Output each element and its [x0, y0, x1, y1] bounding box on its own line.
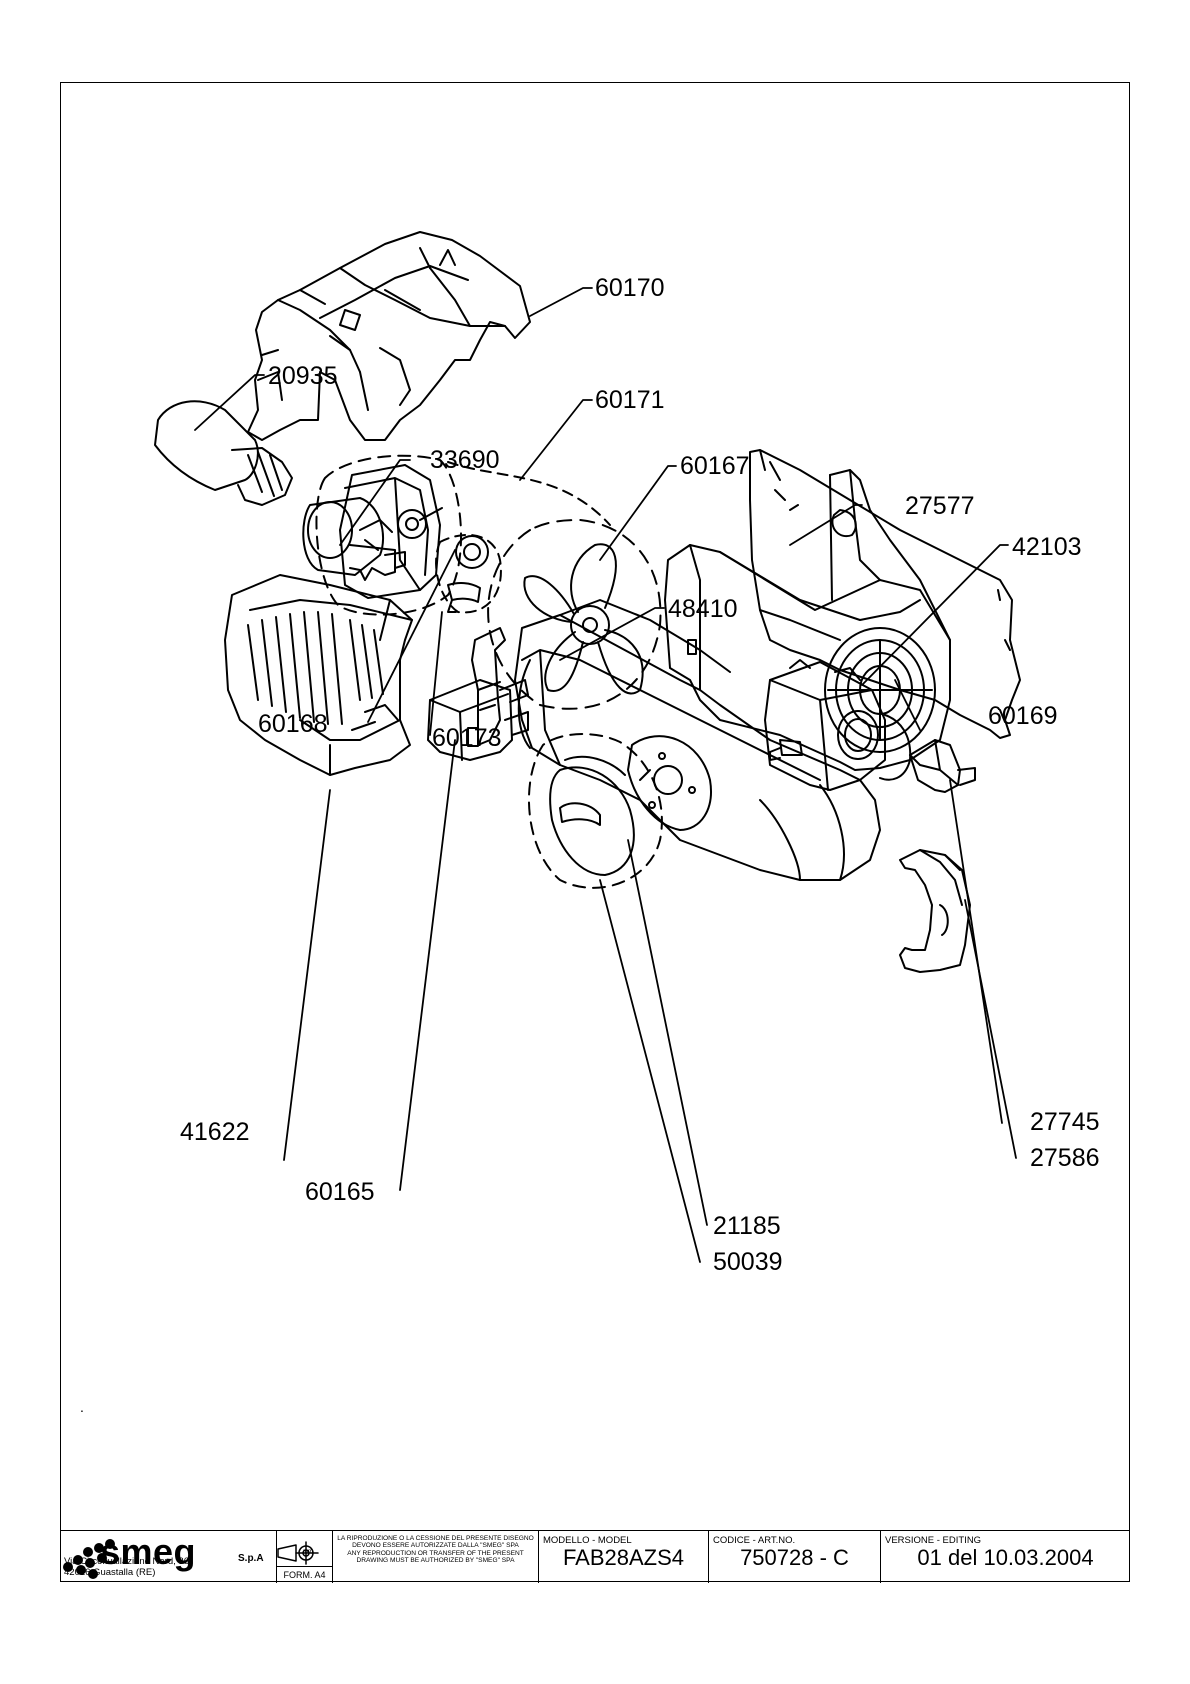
- model-cell: MODELLO - MODEL FAB28AZS4: [538, 1531, 708, 1583]
- part-bracket-clip: [471, 627, 506, 746]
- part-lamp-bulb-20935: [154, 400, 293, 506]
- callout-60169: 60169: [988, 702, 1058, 730]
- callout-21185: 21185: [713, 1212, 781, 1240]
- version-caption: VERSIONE - EDITING: [885, 1535, 982, 1546]
- part-knob-50039: [528, 733, 663, 889]
- callout-27745: 27745: [1030, 1108, 1100, 1136]
- leader-lines: [194, 287, 1017, 1263]
- code-value: 750728 - C: [740, 1545, 849, 1570]
- address-line-2: 42016 Guastalla (RE): [64, 1566, 156, 1578]
- callout-60170: 60170: [595, 274, 665, 302]
- part-fan-motor-60171: [315, 454, 462, 616]
- callout-42103: 42103: [1012, 533, 1082, 561]
- company-cell: smeg S.p.A Via Circonvallazione Nord, 36…: [60, 1531, 276, 1583]
- part-thermostat-42103: [764, 659, 912, 791]
- part-mounting-plate-27577: [749, 449, 1021, 739]
- part-bushing-60168-and-clip-60173: [435, 533, 502, 614]
- company-suffix: S.p.A: [238, 1553, 264, 1564]
- notice-italian: LA RIPRODUZIONE O LA CESSIONE DEL PRESEN…: [337, 1535, 534, 1550]
- version-cell: VERSIONE - EDITING 01 del 10.03.2004: [880, 1531, 1130, 1583]
- part-cover-27586: [899, 849, 971, 973]
- callout-41622: 41622: [180, 1118, 250, 1146]
- code-cell: CODICE - ART.NO. 750728 - C: [708, 1531, 880, 1583]
- part-fan-shroud-60169: [664, 469, 951, 771]
- title-block: smeg S.p.A Via Circonvallazione Nord, 36…: [60, 1530, 1130, 1583]
- projection-unit: mm: [303, 1549, 313, 1555]
- part-dial-plate-21185: [627, 735, 712, 831]
- callout-50039: 50039: [713, 1248, 783, 1276]
- callout-48410: 48410: [668, 595, 738, 623]
- notice-english: ANY REPRODUCTION OR TRANSFER OF THE PRES…: [347, 1549, 524, 1564]
- model-caption: MODELLO - MODEL: [543, 1535, 632, 1546]
- part-lamp-cover-41622: [224, 574, 413, 776]
- callout-33690: 33690: [430, 446, 500, 474]
- callout-27586: 27586: [1030, 1144, 1100, 1172]
- address-line-1: Via Circonvallazione Nord, 36: [64, 1556, 189, 1567]
- smeg-logo: smeg: [100, 1531, 197, 1572]
- code-caption: CODICE - ART.NO.: [713, 1535, 796, 1546]
- projection-cell: mm FORM. A4: [276, 1531, 332, 1583]
- form-size: FORM. A4: [277, 1566, 332, 1583]
- callout-60173: 60173: [432, 724, 502, 752]
- callout-60168: 60168: [258, 710, 328, 738]
- projection-symbol-icon: [277, 1541, 319, 1565]
- company-address: Via Circonvallazione Nord, 36 42016 Guas…: [64, 1556, 189, 1579]
- callout-27577: 27577: [905, 492, 975, 520]
- part-housing-60170: [247, 231, 531, 441]
- smeg-logo-mark: [63, 1539, 115, 1579]
- callout-60165: 60165: [305, 1178, 375, 1206]
- stray-mark: .: [80, 1399, 84, 1415]
- model-value: FAB28AZS4: [562, 1545, 685, 1570]
- version-value: 01 del 10.03.2004: [917, 1545, 1094, 1570]
- callout-20935: 20935: [268, 362, 338, 390]
- reproduction-notice: LA RIPRODUZIONE O LA CESSIONE DEL PRESEN…: [332, 1531, 538, 1583]
- group-outline-60171: [447, 461, 611, 526]
- part-thermostat-housing-48410: [514, 599, 881, 881]
- callout-60167: 60167: [680, 452, 750, 480]
- part-connector-27745: [909, 739, 976, 793]
- callout-60171: 60171: [595, 386, 665, 414]
- drawing-sheet: [60, 82, 1130, 1582]
- part-lamp-holder-33690: [302, 497, 406, 581]
